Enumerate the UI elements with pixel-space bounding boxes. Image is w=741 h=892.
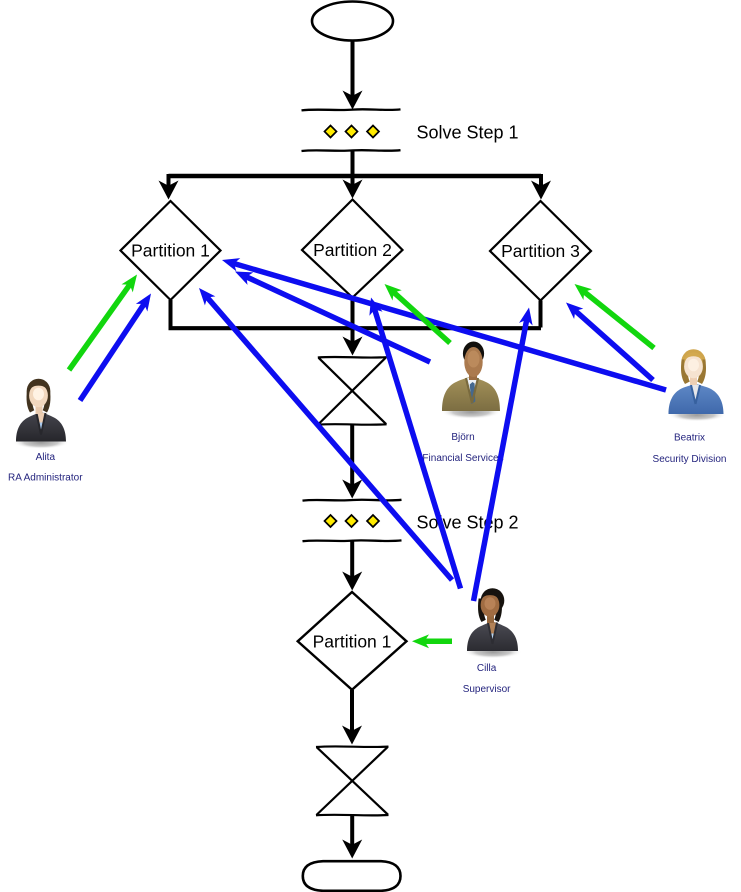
svg-text:Alita: Alita	[36, 452, 56, 463]
svg-text:Solve Step 1: Solve Step 1	[417, 123, 519, 143]
svg-text:Solve Step 2: Solve Step 2	[417, 513, 519, 533]
svg-text:Supervisor: Supervisor	[463, 684, 511, 695]
svg-text:Security Division: Security Division	[653, 454, 727, 465]
svg-text:Partition 2: Partition 2	[313, 240, 392, 260]
svg-text:Cilla: Cilla	[477, 663, 497, 674]
svg-text:Beatrix: Beatrix	[674, 433, 705, 444]
svg-text:Partition 1: Partition 1	[131, 241, 210, 261]
svg-text:Partition 1: Partition 1	[313, 631, 392, 651]
svg-text:RA Administrator: RA Administrator	[8, 473, 83, 484]
svg-text:Partition 3: Partition 3	[501, 241, 580, 261]
svg-text:Financial Services: Financial Services	[422, 453, 503, 464]
svg-text:Björn: Björn	[451, 432, 474, 443]
